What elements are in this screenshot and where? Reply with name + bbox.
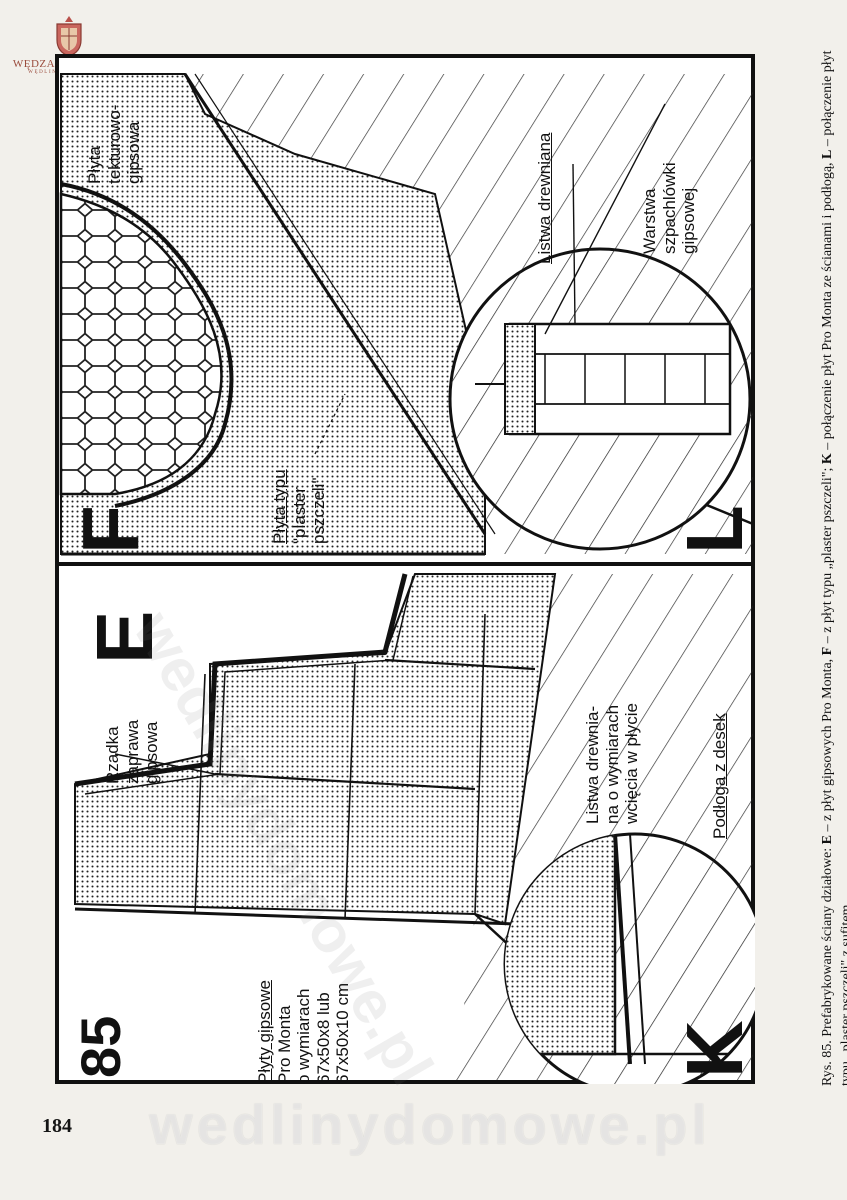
caption-l: L	[820, 149, 835, 159]
label-plyta-typu-line-2: "plaster	[289, 486, 309, 544]
label-plyty-gipsowe-line-4: 67x50x10 cm	[333, 982, 353, 1084]
label-podloga: Podłoga z desek	[710, 713, 729, 839]
panel-letter-f: F	[66, 505, 155, 554]
figure-caption: Rys. 85. Prefabrykowane ściany działowe:…	[818, 50, 847, 1086]
label-warstwa-line-1: Warstwa	[640, 188, 659, 255]
label-warstwa-line-3: gipsowej	[679, 187, 699, 254]
page-number: 184	[42, 1115, 72, 1137]
label-plyty-gipsowe-line-1: Pro Monta	[274, 1005, 294, 1084]
figure-drawing	[55, 54, 755, 1084]
figure-number: 85	[69, 1015, 132, 1078]
label-listwa-wciecia-line-1: Listwa drewnia-	[583, 705, 602, 824]
label-plyta-typu-line-1: Płyta typu	[270, 469, 289, 544]
label-warstwa: Warstwa szpachlówki gipsowej	[640, 162, 699, 254]
watermark-bottom: wedlinydomowe.pl	[149, 1093, 711, 1156]
crest-icon	[56, 16, 82, 57]
label-rzadka-line-2: zaprawa	[122, 719, 142, 784]
caption-text-2: – z płyt gipsowych Pro Monta,	[820, 655, 835, 835]
caption-prefix: Rys. 85.	[820, 1040, 835, 1086]
label-listwa-drewniana: Listwa drewniana	[535, 132, 554, 264]
label-rzadka-line-1: Rzadka	[103, 726, 122, 784]
label-plyta-tekturowo: Płyta tekturowo- gipsowa	[85, 105, 144, 184]
caption-text-4: – połączenie płyt Pro Monta ze ścianami …	[820, 158, 835, 454]
label-plyty-gipsowe-title: Płyty gipsowe	[255, 980, 274, 1084]
figure-85: 85 E F K L Płyty gipsowe Pro Monta o wym…	[55, 54, 759, 1084]
label-plyty-gipsowe-line-2: o wymiarach	[294, 988, 314, 1084]
caption-k: K	[820, 453, 835, 465]
label-tekturowo-line-2: tekturowo-	[104, 104, 124, 184]
label-rzadka-zaprawa: Rzadka zaprawa gipsowa	[103, 720, 162, 784]
label-plyty-gipsowe: Płyty gipsowe Pro Monta o wymiarach 67x5…	[255, 980, 353, 1084]
panel-letter-l: L	[670, 505, 759, 554]
label-plyty-gipsowe-line-3: 67x50x8 lub	[313, 992, 333, 1084]
label-plyta-typu: Płyta typu "plaster pszczeli"	[270, 469, 329, 544]
label-warstwa-line-2: szpachlówki	[659, 162, 679, 254]
label-tekturowo-line-3: gipsowa	[124, 121, 144, 184]
label-tekturowo-line-1: Płyta	[85, 146, 104, 184]
label-rzadka-line-3: gipsowa	[142, 721, 162, 784]
label-listwa-wciecia: Listwa drewnia- na o wymiarach wcięcia w…	[583, 703, 642, 824]
label-listwa-wciecia-line-3: wcięcia w płycie	[622, 703, 642, 824]
panel-letter-e: E	[80, 610, 169, 664]
label-listwa-wciecia-line-2: na o wymiarach	[602, 704, 622, 824]
label-plyta-typu-line-3: pszczeli"	[309, 477, 329, 545]
caption-text-1: Prefabrykowane ściany działowe:	[820, 844, 835, 1041]
caption-f: F	[820, 646, 835, 656]
caption-text-3: – z płyt typu „plaster pszczeli";	[820, 464, 835, 647]
panel-letter-k: K	[670, 1020, 759, 1078]
caption-e: E	[820, 834, 835, 845]
